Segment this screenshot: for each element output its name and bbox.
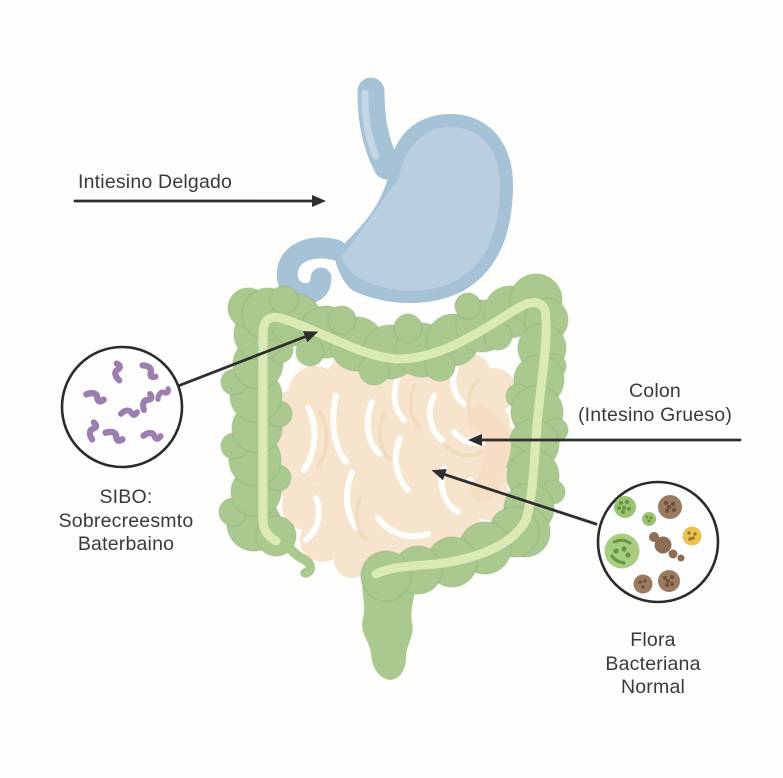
sibo-label-line3: Baterbaino	[77, 533, 175, 555]
colon-label-line1: Colon	[629, 380, 681, 402]
mixed-flora-bacteria-icon	[604, 495, 702, 594]
stomach-inner-shade	[341, 127, 501, 291]
arrow-flora-to-intestine	[431, 468, 598, 526]
esophagus	[357, 77, 401, 180]
flora-label-line3: Normal	[620, 676, 686, 698]
sibo-label-line1: SIBO:	[99, 486, 153, 508]
purple-rod-bacteria-icon	[83, 360, 171, 444]
colon-label-line2: (Intesino Grueso)	[577, 404, 733, 426]
sibo-label-line2: Sobrecreesmto	[58, 509, 194, 532]
annotation-arrows	[73, 195, 742, 526]
small-intestine-label: Intiesino Delgado	[78, 171, 232, 195]
flora-label-line1: Flora	[630, 629, 676, 651]
duodenum	[276, 237, 347, 304]
appendix	[277, 529, 315, 578]
esophagus-highlight	[361, 89, 380, 160]
small-intestine-label-text: Intiesino Delgado	[78, 171, 233, 193]
sibo-magnifier	[60, 345, 184, 469]
stomach	[276, 77, 514, 304]
taenia-coli-band	[258, 298, 551, 579]
small-intestine-overlap-loop	[467, 405, 511, 503]
flora-magnifier	[596, 480, 720, 604]
sibo-label: SIBO: Sobrecreesmto Baterbaino	[59, 486, 194, 557]
flora-label: Flora Bacteriana Normal	[605, 629, 700, 700]
arrow-sibo-to-colon	[176, 331, 319, 388]
flora-label-line2: Bacteriana	[605, 652, 701, 675]
colon-label: Colon (Intesino Grueso)	[578, 379, 732, 427]
